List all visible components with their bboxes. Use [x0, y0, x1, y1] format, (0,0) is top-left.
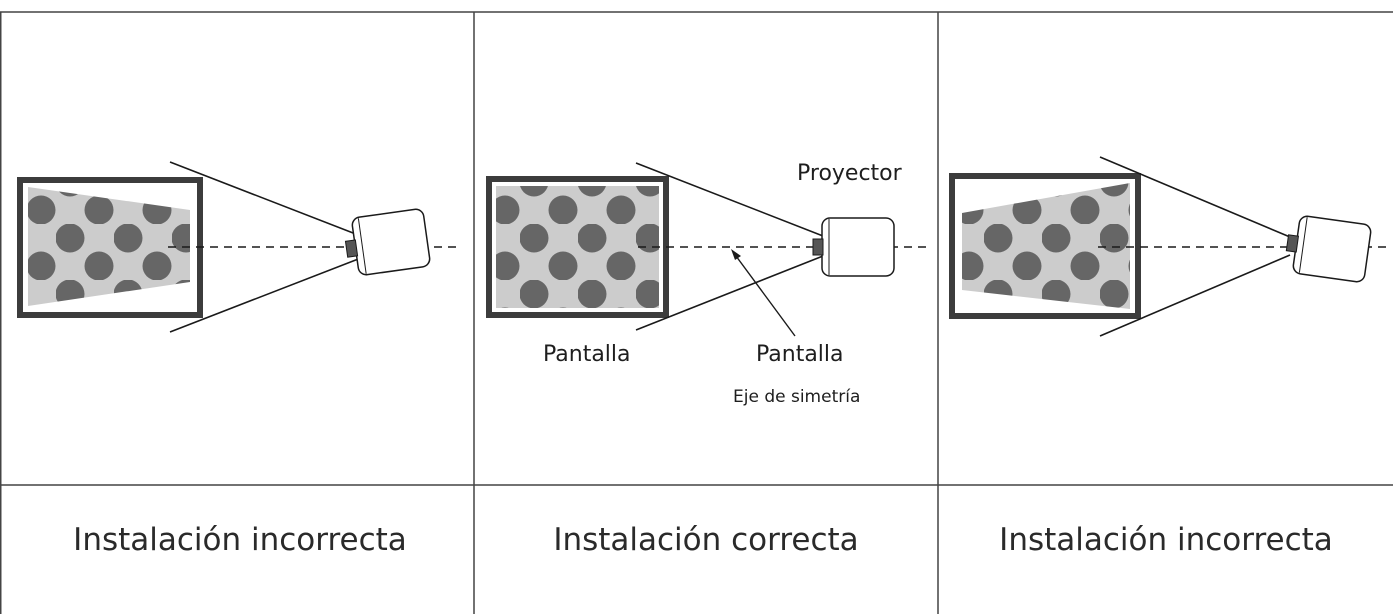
table-grid [0, 11, 1393, 614]
projected-image [962, 183, 1130, 309]
caption-panel-2: Instalación correcta [553, 522, 859, 558]
projected-image [28, 187, 190, 306]
projector-label: Proyector [797, 161, 902, 186]
projected-image [496, 186, 659, 308]
panel-1-incorrect [17, 161, 462, 333]
projection-beam [1099, 156, 1291, 337]
screen-label-left: Pantalla [543, 342, 631, 367]
symmetry-axis-label: Eje de simetría [733, 387, 861, 407]
projection-beam [635, 162, 824, 331]
caption-panel-3: Instalación incorrecta [999, 522, 1333, 558]
projector-icon [1285, 215, 1372, 283]
panel-2-correct [486, 162, 930, 337]
caption-panel-1: Instalación incorrecta [73, 522, 407, 558]
projector-icon [344, 208, 431, 276]
symmetry-axis-arrow [731, 249, 796, 337]
projection-beam [169, 161, 367, 333]
screen-label-right: Pantalla [756, 342, 844, 367]
projector-icon [812, 217, 895, 277]
panel-3-incorrect [949, 156, 1390, 337]
